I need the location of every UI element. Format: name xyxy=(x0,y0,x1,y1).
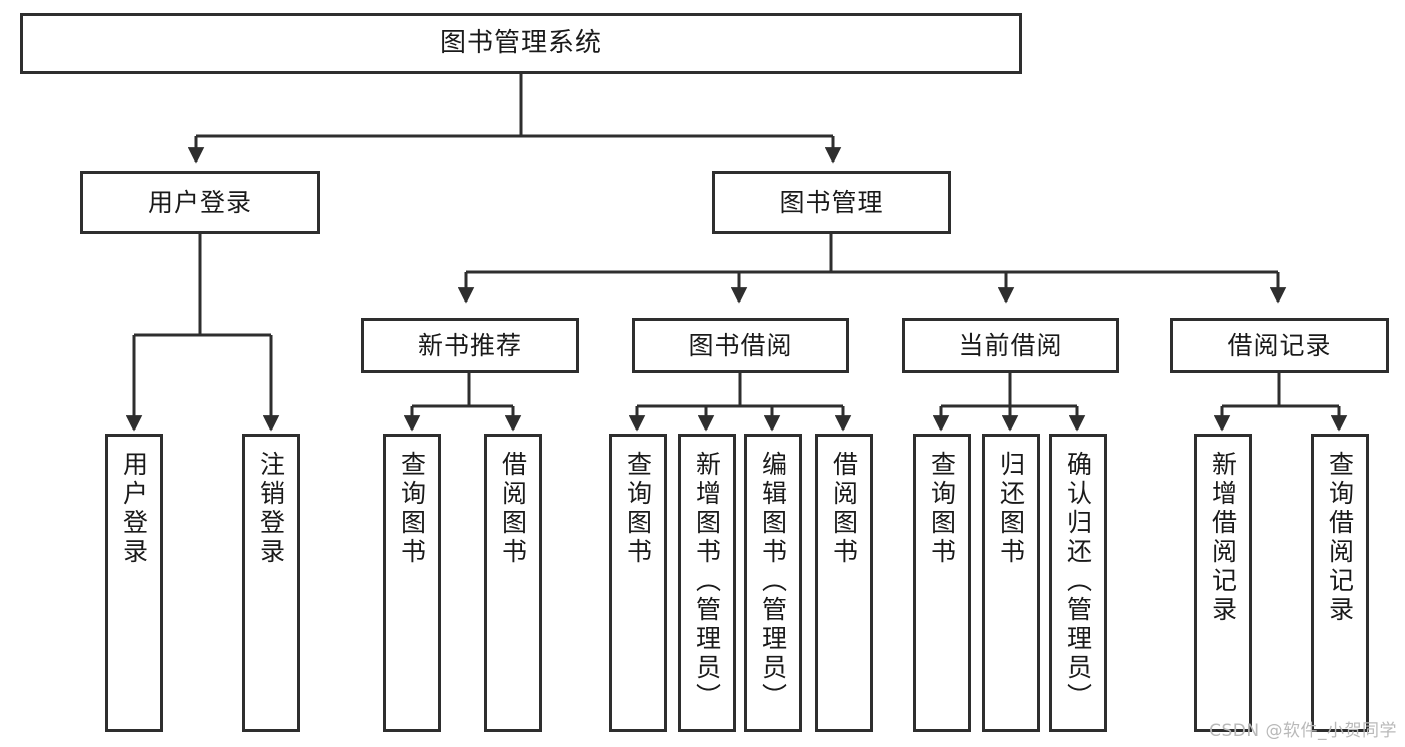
node-label: 新增借阅记录 xyxy=(1208,451,1238,625)
node-label: 查询借阅记录 xyxy=(1325,451,1355,625)
node-new-book-recommend[interactable]: 新书推荐 xyxy=(361,318,579,373)
node-label: 编辑图书（管理员） xyxy=(758,451,788,712)
csdn-watermark: CSDN @软件_小贺同学 xyxy=(1209,721,1397,741)
node-label: 注销登录 xyxy=(256,451,286,567)
node-label: 借阅记录 xyxy=(1227,330,1332,360)
node-label: 用户登录 xyxy=(147,187,252,217)
node-current-borrow[interactable]: 当前借阅 xyxy=(902,318,1119,373)
node-label: 用户登录 xyxy=(119,451,149,567)
node-book-management[interactable]: 图书管理 xyxy=(712,171,951,234)
leaf-borrow-book[interactable]: 借阅图书 xyxy=(815,434,873,732)
leaf-add-book-admin[interactable]: 新增图书（管理员） xyxy=(678,434,736,732)
node-label: 查询图书 xyxy=(397,451,427,567)
node-label: 借阅图书 xyxy=(829,451,859,567)
leaf-query-book-current[interactable]: 查询图书 xyxy=(913,434,971,732)
node-label: 借阅图书 xyxy=(498,451,528,567)
node-label: 图书管理 xyxy=(779,187,884,217)
leaf-return-book[interactable]: 归还图书 xyxy=(982,434,1040,732)
node-label: 新书推荐 xyxy=(417,330,522,360)
node-label: 查询图书 xyxy=(623,451,653,567)
node-label: 新增图书（管理员） xyxy=(692,451,722,712)
leaf-borrow-book-recommend[interactable]: 借阅图书 xyxy=(484,434,542,732)
node-label: 确认归还（管理员） xyxy=(1063,451,1093,712)
leaf-user-login[interactable]: 用户登录 xyxy=(105,434,163,732)
node-borrow-record[interactable]: 借阅记录 xyxy=(1170,318,1389,373)
node-label: 图书管理系统 xyxy=(439,28,602,59)
leaf-query-book-recommend[interactable]: 查询图书 xyxy=(383,434,441,732)
node-label: 归还图书 xyxy=(996,451,1026,567)
leaf-query-borrow-record[interactable]: 查询借阅记录 xyxy=(1311,434,1369,732)
leaf-logout-login[interactable]: 注销登录 xyxy=(242,434,300,732)
node-user-login[interactable]: 用户登录 xyxy=(80,171,320,234)
node-root-book-management-system[interactable]: 图书管理系统 xyxy=(20,13,1022,74)
leaf-query-book-borrow[interactable]: 查询图书 xyxy=(609,434,667,732)
node-label: 图书借阅 xyxy=(688,330,793,360)
leaf-add-borrow-record[interactable]: 新增借阅记录 xyxy=(1194,434,1252,732)
node-label: 当前借阅 xyxy=(958,330,1063,360)
node-label: 查询图书 xyxy=(927,451,957,567)
leaf-edit-book-admin[interactable]: 编辑图书（管理员） xyxy=(744,434,802,732)
leaf-confirm-return-admin[interactable]: 确认归还（管理员） xyxy=(1049,434,1107,732)
node-book-borrow[interactable]: 图书借阅 xyxy=(632,318,849,373)
